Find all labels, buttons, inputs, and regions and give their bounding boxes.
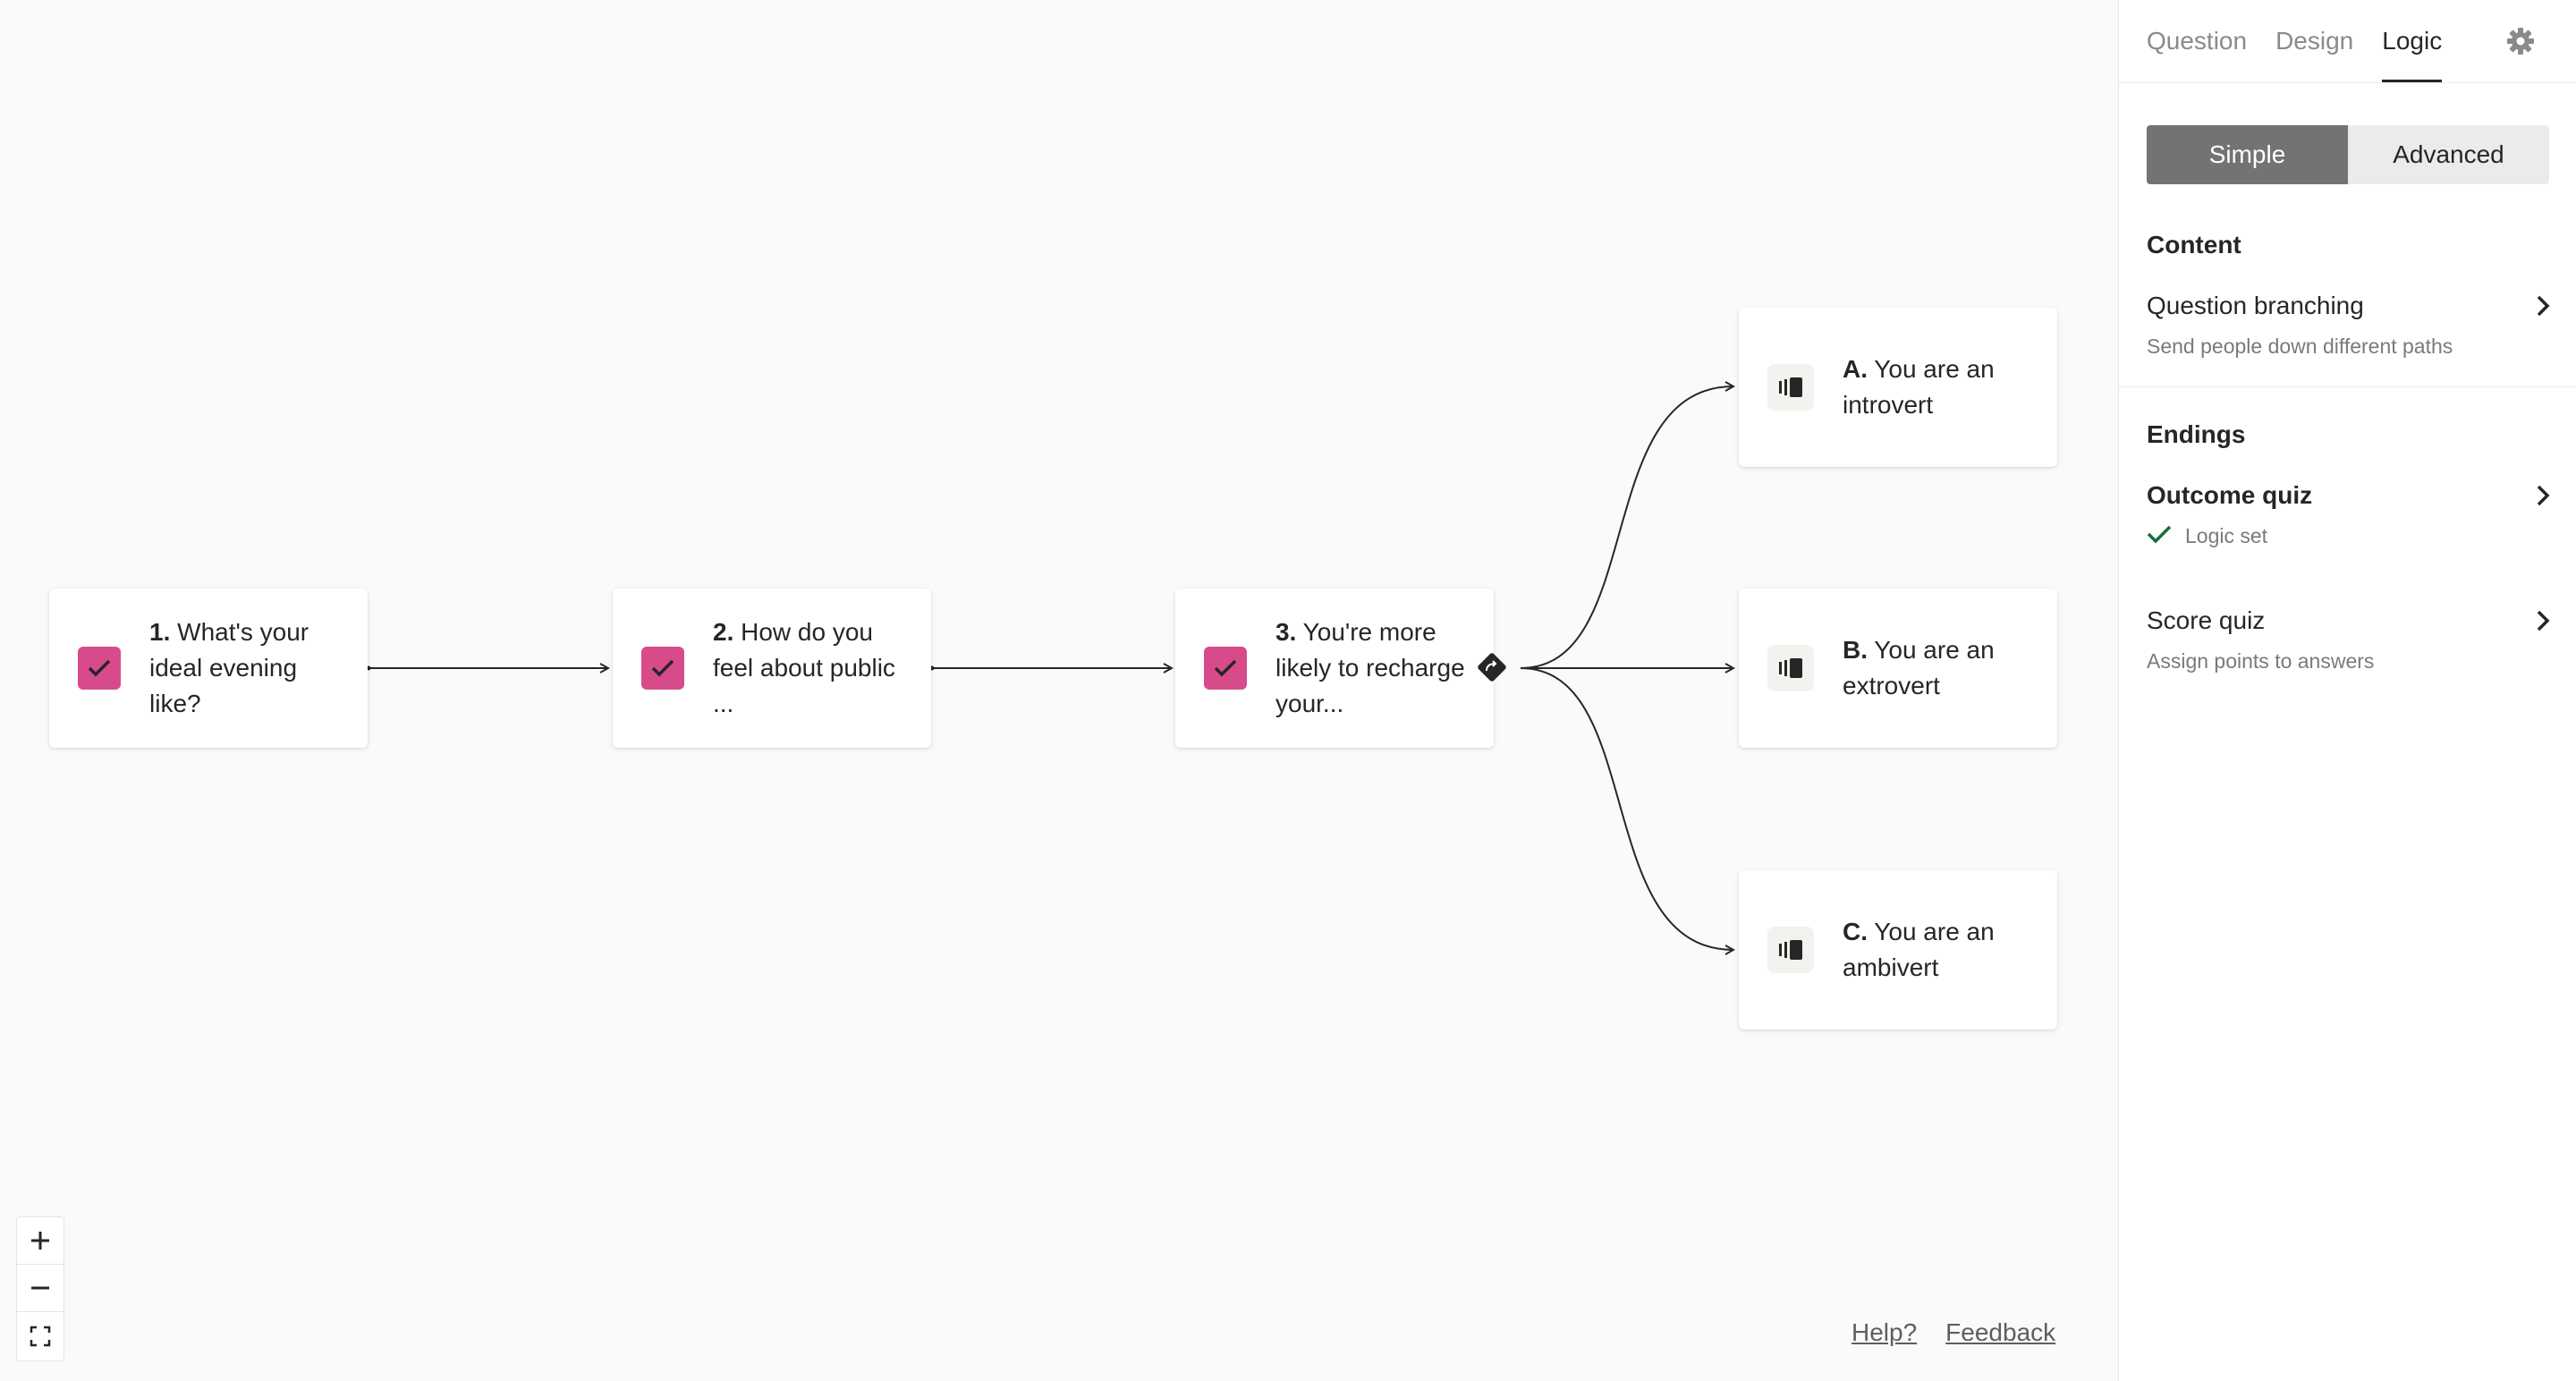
tab-design[interactable]: Design [2275, 27, 2354, 55]
help-link[interactable]: Help? [1852, 1318, 1918, 1346]
ending-title: You are an ambivert [1843, 918, 1995, 981]
score-quiz-title: Score quiz [2147, 606, 2266, 634]
ending-card-b[interactable]: B. You are an extrovert [1739, 589, 2057, 748]
question-branching-subtitle: Send people down different paths [2147, 335, 2453, 358]
branch-logic-icon[interactable] [1474, 649, 1510, 685]
footer-links: Help? Feedback [1852, 1318, 2055, 1347]
endings-section-title: Endings [2147, 420, 2246, 448]
question-title: You're more likely to recharge your... [1275, 618, 1465, 717]
score-quiz-subtitle: Assign points to answers [2147, 649, 2375, 673]
checkbox-question-icon [1204, 647, 1247, 690]
fit-view-button[interactable] [17, 1312, 64, 1360]
question-card-1[interactable]: 1. What's your ideal evening like? [49, 589, 368, 748]
check-icon [2147, 525, 2172, 544]
flow-connectors [366, 0, 2118, 1381]
outcome-quiz-status: Logic set [2185, 524, 2268, 547]
logic-mode-toggle: Simple Advanced [2147, 125, 2549, 184]
ending-letter: C. [1843, 918, 1868, 945]
checkbox-question-icon [78, 647, 121, 690]
question-number: 2. [713, 618, 734, 646]
question-card-3[interactable]: 3. You're more likely to recharge your..… [1175, 589, 1494, 748]
feedback-link[interactable]: Feedback [1945, 1318, 2056, 1346]
logic-map-canvas[interactable]: 1. What's your ideal evening like? 2. Ho… [0, 0, 2118, 1381]
tab-logic[interactable]: Logic [2382, 0, 2442, 82]
question-title: What's your ideal evening like? [149, 618, 309, 717]
zoom-in-button[interactable] [17, 1217, 64, 1265]
chevron-right-icon [2537, 295, 2550, 317]
gear-icon[interactable] [2506, 27, 2535, 55]
panel-tabs: Question Design Logic [2119, 0, 2576, 83]
minus-icon [31, 1286, 49, 1290]
chevron-right-icon [2537, 485, 2550, 506]
zoom-controls [16, 1216, 64, 1361]
branch-to-a [1520, 386, 1733, 669]
ending-title: You are an extrovert [1843, 636, 1995, 699]
question-branching-title: Question branching [2147, 292, 2364, 319]
advanced-mode-button[interactable]: Advanced [2348, 125, 2549, 184]
content-section-title: Content [2147, 231, 2241, 258]
section-divider [2119, 386, 2576, 387]
chevron-right-icon [2537, 610, 2550, 631]
ending-screen-icon [1767, 927, 1814, 973]
zoom-out-button[interactable] [17, 1265, 64, 1312]
ending-card-a[interactable]: A. You are an introvert [1739, 308, 2057, 467]
question-card-2[interactable]: 2. How do you feel about public ... [613, 589, 931, 748]
checkbox-question-icon [641, 647, 684, 690]
outcome-quiz-title: Outcome quiz [2147, 481, 2313, 509]
simple-mode-button[interactable]: Simple [2147, 125, 2348, 184]
ending-title: You are an introvert [1843, 355, 1995, 419]
ending-screen-icon [1767, 364, 1814, 411]
tab-question[interactable]: Question [2147, 27, 2248, 55]
ending-letter: B. [1843, 636, 1868, 664]
ending-letter: A. [1843, 355, 1868, 383]
fullscreen-icon [30, 1326, 51, 1346]
logic-side-panel: Question Design Logic Simple Advanced Co… [2118, 0, 2576, 1381]
question-number: 3. [1275, 618, 1297, 646]
branch-to-c [1520, 667, 1733, 950]
question-number: 1. [149, 618, 171, 646]
question-title: How do you feel about public ... [713, 618, 895, 717]
ending-screen-icon [1767, 645, 1814, 691]
ending-card-c[interactable]: C. You are an ambivert [1739, 870, 2057, 1029]
plus-icon [31, 1232, 49, 1250]
